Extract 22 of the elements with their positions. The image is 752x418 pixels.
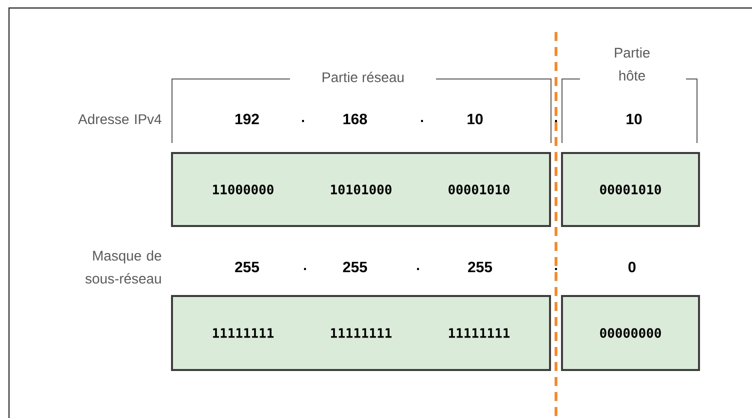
dot-separator: . xyxy=(302,120,304,122)
binary-box: 00001010 xyxy=(561,152,700,227)
decimal-value: 255 xyxy=(235,262,260,272)
decimal-value: 192 xyxy=(235,114,259,124)
binary-box: 00000000 xyxy=(561,295,700,371)
section-heading: Partie réseau xyxy=(318,68,408,86)
decimal-value: 255 xyxy=(468,262,492,272)
dot-separator: . xyxy=(555,120,557,122)
decimal-value: 10 xyxy=(468,114,483,124)
dot-separator: . xyxy=(555,268,557,270)
binary-box: 11111111 11111111 11111111 xyxy=(171,295,551,371)
section-heading: Partie hôte xyxy=(599,44,665,84)
row-label: Adresse IPv4 xyxy=(78,114,162,124)
dot-separator: . xyxy=(417,268,419,270)
dot-separator: . xyxy=(304,268,306,270)
decimal-value: 255 xyxy=(343,262,368,272)
decimal-value: 168 xyxy=(343,114,367,124)
decimal-value: 0 xyxy=(628,262,636,272)
binary-box: 11000000 10101000 00001010 xyxy=(171,152,551,227)
decimal-value: 10 xyxy=(626,114,642,124)
dot-separator: . xyxy=(421,120,423,122)
row-label: Masque de sous-réseau xyxy=(85,250,162,284)
